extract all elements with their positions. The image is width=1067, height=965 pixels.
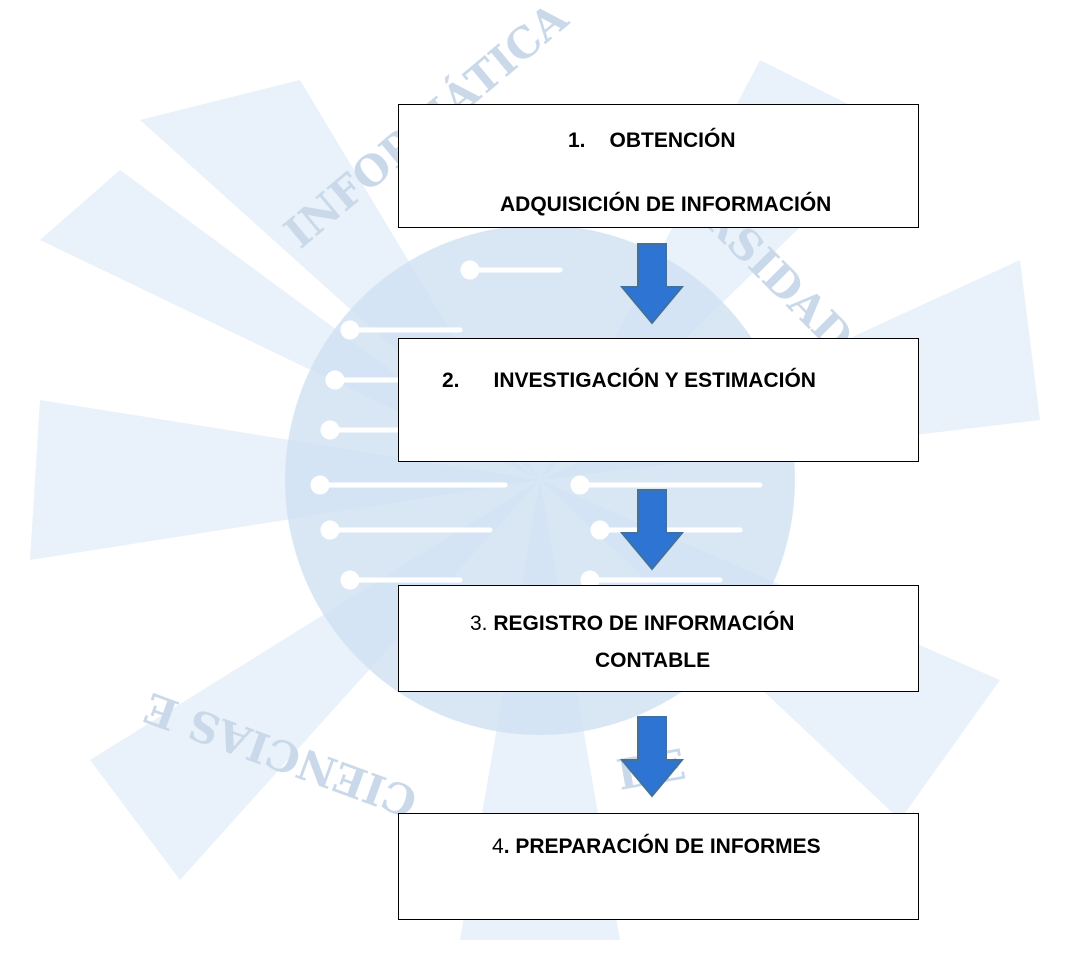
step-2-number: 2. — [442, 369, 460, 392]
step-3-number: 3. — [470, 612, 488, 635]
step-4-box: 4. PREPARACIÓN DE INFORMES — [398, 813, 919, 920]
step-1-number: 1. — [568, 129, 586, 152]
step-1-box: 1. OBTENCIÓN ADQUISICIÓN DE INFORMACIÓN — [398, 104, 919, 228]
down-arrow-icon-2 — [620, 489, 684, 571]
down-arrow-icon-3 — [620, 716, 684, 798]
step-3-title-line1: REGISTRO DE INFORMACIÓN — [493, 612, 795, 635]
step-4-punct: . — [503, 835, 510, 858]
step-2-box: 2. INVESTIGACIÓN Y ESTIMACIÓN — [398, 338, 919, 462]
step-3-title-line2: CONTABLE — [595, 649, 711, 672]
step-4-heading: 4. PREPARACIÓN DE INFORMES — [492, 836, 821, 857]
step-3-heading-line1: 3. REGISTRO DE INFORMACIÓN — [470, 613, 794, 634]
step-3-box: 3. REGISTRO DE INFORMACIÓN CONTABLE — [398, 585, 919, 692]
step-2-title: INVESTIGACIÓN Y ESTIMACIÓN — [493, 369, 816, 392]
step-1-subtitle: ADQUISICIÓN DE INFORMACIÓN — [500, 193, 832, 216]
step-1-title: OBTENCIÓN — [609, 129, 736, 152]
down-arrow-icon-1 — [620, 243, 684, 325]
step-2-heading: 2. INVESTIGACIÓN Y ESTIMACIÓN — [442, 370, 816, 391]
step-4-number: 4 — [492, 835, 504, 858]
step-4-title: PREPARACIÓN DE INFORMES — [509, 835, 821, 858]
step-1-heading: 1. OBTENCIÓN — [568, 130, 736, 151]
